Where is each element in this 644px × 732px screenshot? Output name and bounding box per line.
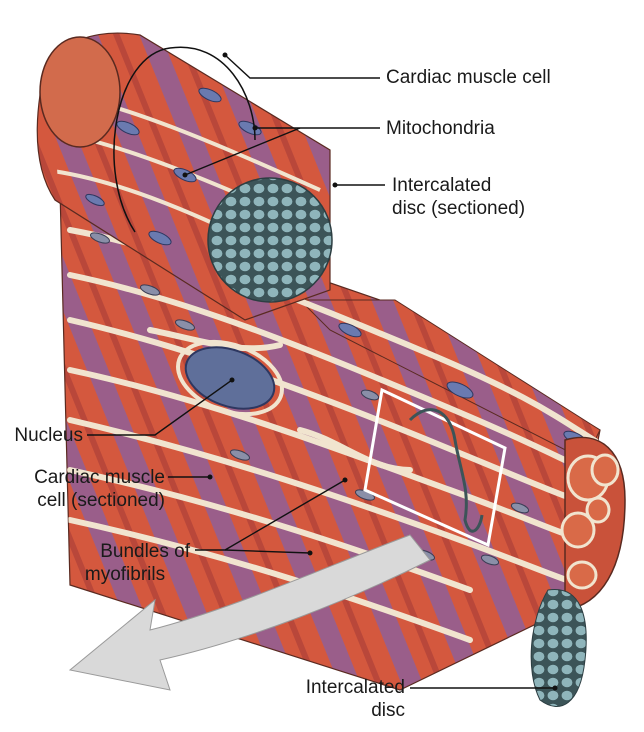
label-intercalated-disc-sectioned: Intercalated disc (sectioned) xyxy=(392,174,525,220)
label-bundles-of-myofibrils: Bundles of myofibrils xyxy=(60,540,190,586)
label-mitochondria: Mitochondria xyxy=(386,117,495,140)
upper-bundle-end xyxy=(40,37,120,147)
label-nucleus: Nucleus xyxy=(8,424,83,447)
intercalated-disc-bottom xyxy=(531,589,586,706)
label-cardiac-muscle-cell-sectioned: Cardiac muscle cell (sectioned) xyxy=(5,466,165,512)
label-intercalated-disc-line1: Intercalated xyxy=(270,676,405,699)
end-cross-section xyxy=(562,438,625,611)
leader-cardiac-muscle-cell xyxy=(225,55,380,78)
label-bundles-of-myofibrils-line1: Bundles of xyxy=(60,540,190,563)
label-intercalated-disc-line2: disc xyxy=(270,699,405,722)
label-intercalated-disc-sectioned-line2: disc (sectioned) xyxy=(392,197,525,220)
label-intercalated-disc: Intercalated disc xyxy=(270,676,405,722)
label-intercalated-disc-sectioned-line1: Intercalated xyxy=(392,174,525,197)
label-cardiac-muscle-cell-sectioned-line1: Cardiac muscle xyxy=(5,466,165,489)
label-bundles-of-myofibrils-line2: myofibrils xyxy=(60,563,190,586)
label-cardiac-muscle-cell: Cardiac muscle cell xyxy=(386,66,551,89)
label-cardiac-muscle-cell-sectioned-line2: cell (sectioned) xyxy=(5,489,165,512)
intercalated-disc-sectioned xyxy=(208,178,332,302)
